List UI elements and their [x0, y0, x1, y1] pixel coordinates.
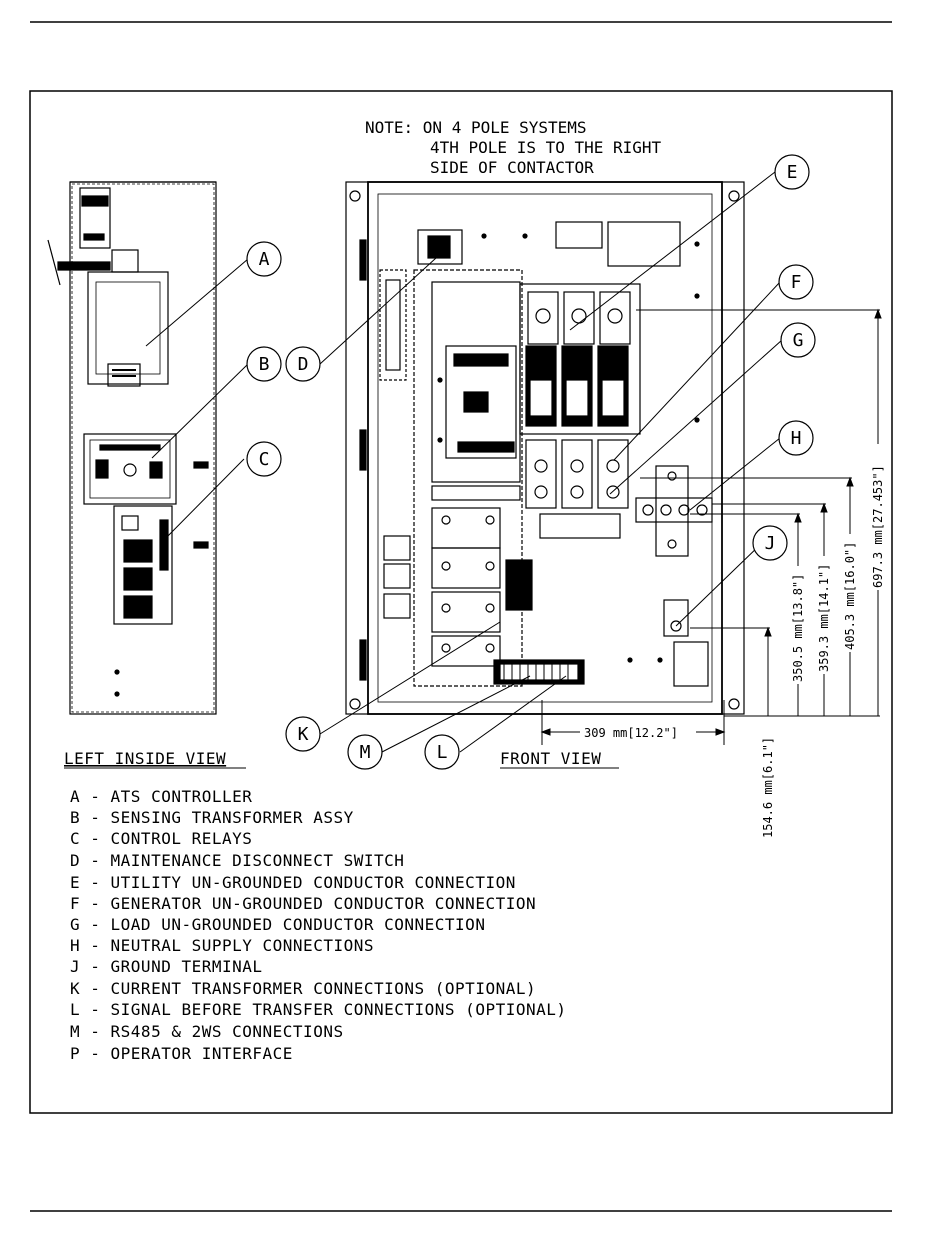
callout-l: L [437, 742, 448, 763]
dim-154: 154.6 mm[6.1"] [761, 737, 775, 838]
note-line-2: 4TH POLE IS TO THE RIGHT [430, 138, 662, 157]
legend: A - ATS CONTROLLER B - SENSING TRANSFORM… [70, 787, 567, 1063]
callout-b: B [259, 354, 270, 375]
dim-309: 309 mm[12.2"] [584, 726, 678, 740]
callout-circle-f [778, 264, 814, 300]
callout-circle-l [424, 734, 460, 770]
legend-item-k: K - CURRENT TRANSFORMER CONNECTIONS (OPT… [70, 979, 536, 998]
callout-circle-g [780, 322, 816, 358]
dimension-lines [540, 308, 882, 745]
callout-e: E [787, 162, 798, 183]
callout-f: F [791, 272, 802, 293]
callout-circle-c [246, 441, 282, 477]
figure-frame [29, 90, 893, 1114]
callout-circle-k [285, 716, 321, 752]
callout-circle-h [778, 420, 814, 456]
legend-item-b: B - SENSING TRANSFORMER ASSY [70, 808, 354, 827]
legend-item-m: M - RS485 & 2WS CONNECTIONS [70, 1022, 344, 1041]
callout-m: M [360, 742, 371, 763]
left-inside-view [47, 181, 217, 715]
callout-c: C [259, 449, 270, 470]
legend-item-h: H - NEUTRAL SUPPLY CONNECTIONS [70, 936, 374, 955]
dim-359: 359.3 mm[14.1"] [817, 564, 831, 672]
callout-circle-d [285, 346, 321, 382]
dim-697: 697.3 mm[27.453"] [871, 465, 885, 588]
legend-item-c: C - CONTROL RELAYS [70, 829, 252, 848]
callout-j: J [765, 533, 776, 554]
legend-item-e: E - UTILITY UN-GROUNDED CONDUCTOR CONNEC… [70, 873, 516, 892]
legend-item-j: J - GROUND TERMINAL [70, 957, 263, 976]
callout-circle-e [774, 154, 810, 190]
callout-h: H [791, 428, 802, 449]
note-line-3: SIDE OF CONTACTOR [430, 158, 594, 177]
dim-350: 350.5 mm[13.8"] [791, 574, 805, 682]
legend-item-a: A - ATS CONTROLLER [70, 787, 252, 806]
callout-circle-a [246, 241, 282, 277]
callout-circle-j [752, 525, 788, 561]
callout-circles [246, 154, 816, 770]
leader-lines [145, 171, 783, 753]
callout-labels: A B C D E F G H J K M L [259, 162, 804, 763]
dim-405: 405.3 mm[16.0"] [843, 542, 857, 650]
legend-item-g: G - LOAD UN-GROUNDED CONDUCTOR CONNECTIO… [70, 915, 485, 934]
front-view-title: FRONT VIEW [500, 749, 601, 768]
legend-item-l: L - SIGNAL BEFORE TRANSFER CONNECTIONS (… [70, 1000, 567, 1019]
callout-a: A [259, 249, 270, 270]
legend-item-f: F - GENERATOR UN-GROUNDED CONDUCTOR CONN… [70, 894, 536, 913]
callout-d: D [298, 354, 309, 375]
callout-g: G [793, 330, 804, 351]
front-view-enclosure [345, 181, 745, 715]
callout-circle-b [246, 346, 282, 382]
callout-k: K [298, 724, 309, 745]
note-line-1: NOTE: ON 4 POLE SYSTEMS [365, 118, 587, 137]
dimension-labels: 309 mm[12.2"] 350.5 mm[13.8"] 359.3 mm[1… [580, 444, 886, 838]
legend-item-p: P - OPERATOR INTERFACE [70, 1044, 293, 1063]
left-view-title: LEFT INSIDE VIEW [64, 749, 226, 768]
callout-circle-m [347, 734, 383, 770]
legend-item-d: D - MAINTENANCE DISCONNECT SWITCH [70, 851, 404, 870]
